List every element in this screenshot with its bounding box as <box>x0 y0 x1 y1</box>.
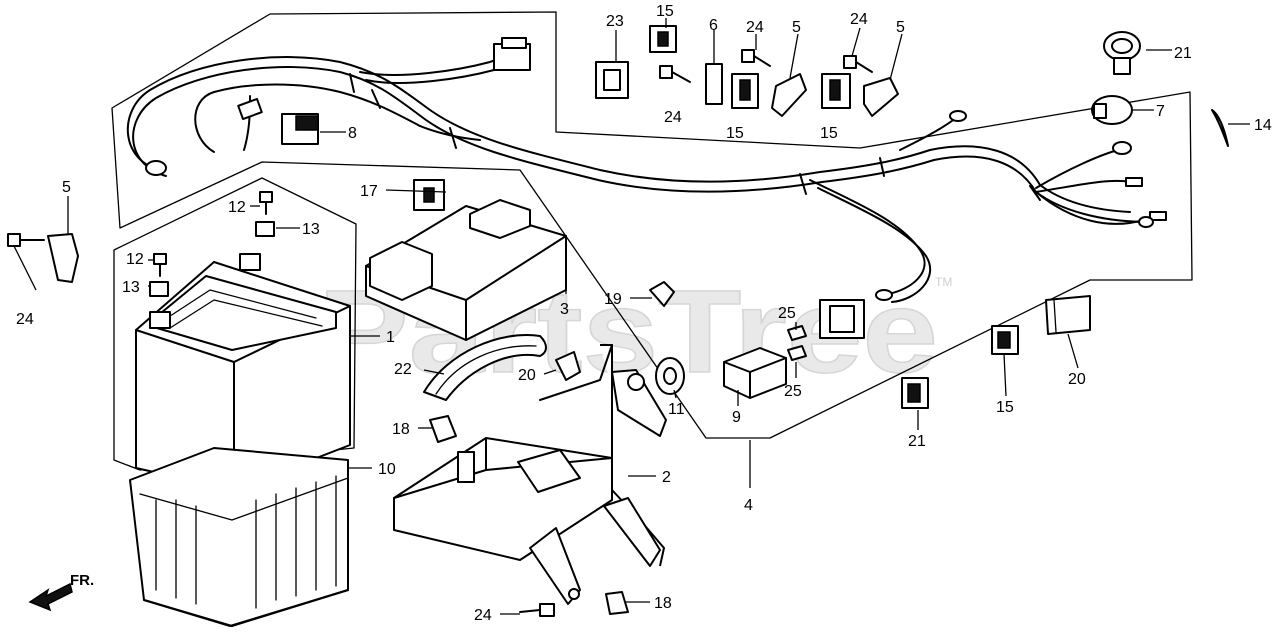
callout-1: 1 <box>386 329 395 346</box>
callout-20: 20 <box>1068 371 1086 388</box>
callout-13-b: 13 <box>122 279 140 296</box>
battery-group-outline <box>113 177 357 471</box>
callout-7: 7 <box>1156 103 1165 120</box>
front-direction-arrow: FR. <box>28 572 94 612</box>
callout-labels: 23 15 6 24 5 24 5 24 15 15 21 7 14 8 17 … <box>16 3 1272 624</box>
callout-9: 9 <box>732 409 741 426</box>
callout-2: 2 <box>662 469 671 486</box>
callout-13-a: 13 <box>302 221 320 238</box>
control-unit <box>365 199 567 341</box>
callout-15-top: 15 <box>656 3 674 20</box>
callout-24-bottom: 24 <box>474 607 492 624</box>
small-parts <box>7 25 1229 617</box>
callout-18-b: 20 <box>518 367 536 384</box>
battery-tray <box>393 344 667 605</box>
callout-16: 17 <box>360 183 378 200</box>
callout-24-mid: 24 <box>664 109 682 126</box>
battery-band <box>423 334 547 401</box>
callout-19: 21 <box>1174 45 1192 62</box>
wire-harness <box>126 37 1167 339</box>
callout-15-mid-a: 15 <box>726 125 744 142</box>
callout-24-top-a: 24 <box>746 19 764 36</box>
callout-21: 21 <box>908 433 926 450</box>
callout-25-a: 25 <box>778 305 796 322</box>
callout-8: 8 <box>348 125 357 142</box>
callout-14: 14 <box>1254 117 1272 134</box>
callout-17-b: 18 <box>654 595 672 612</box>
callout-25-b: 25 <box>784 383 802 400</box>
callout-18-a: 19 <box>604 291 622 308</box>
callout-17-a: 18 <box>392 421 410 438</box>
callout-5-left: 5 <box>62 179 71 196</box>
battery <box>135 253 351 491</box>
callout-12-b: 12 <box>126 251 144 268</box>
callout-6: 6 <box>709 17 718 34</box>
harness-group-outline <box>111 11 1193 439</box>
callout-12-a: 12 <box>228 199 246 216</box>
callout-5-top-b: 5 <box>896 19 905 36</box>
callout-10: 10 <box>378 461 396 478</box>
leader-lines <box>13 18 1250 615</box>
callout-11: 11 <box>668 401 685 418</box>
callout-15-mid-b: 15 <box>820 125 838 142</box>
callout-23: 22 <box>394 361 412 378</box>
callout-22: 23 <box>606 13 624 30</box>
callout-24-left: 24 <box>16 311 34 328</box>
callout-4: 4 <box>744 497 753 514</box>
battery-case <box>129 447 349 627</box>
callout-24-top-b: 24 <box>850 11 868 28</box>
watermark-trademark: TM <box>935 275 952 289</box>
callout-15-right: 15 <box>996 399 1014 416</box>
front-label: FR. <box>70 572 94 589</box>
callout-3: 3 <box>560 301 569 318</box>
callout-5-top-a: 5 <box>792 19 801 36</box>
